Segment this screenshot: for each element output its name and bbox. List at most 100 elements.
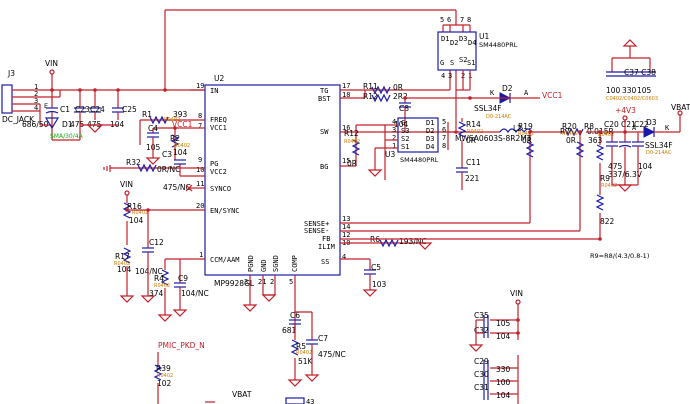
svg-text:S1: S1 — [467, 59, 475, 67]
svg-text:R9: R9 — [600, 174, 610, 183]
svg-text:100: 100 — [606, 86, 621, 95]
svg-text:C29: C29 — [474, 357, 489, 366]
svg-text:VIN: VIN — [120, 180, 133, 189]
svg-text:R0402: R0402 — [601, 183, 617, 189]
svg-text:C6: C6 — [290, 311, 300, 320]
svg-text:COMP: COMP — [291, 255, 299, 272]
svg-text:SW: SW — [320, 128, 329, 136]
svg-text:D4: D4 — [426, 143, 434, 151]
svg-text:R4: R4 — [154, 274, 164, 283]
ss-cap: C5 103 — [340, 258, 387, 297]
svg-text:11: 11 — [196, 180, 204, 188]
svg-text:7: 7 — [442, 134, 446, 142]
svg-text:S: S — [450, 59, 454, 67]
svg-text:R16: R16 — [127, 202, 142, 211]
ilim-resistor: R6 193/NC — [340, 235, 433, 250]
svg-text:10: 10 — [196, 166, 204, 174]
svg-text:1: 1 — [199, 251, 203, 259]
svg-text:0R: 0R — [522, 136, 532, 145]
svg-text:R20: R20 — [562, 122, 577, 131]
svg-text:374: 374 — [149, 289, 164, 298]
svg-text:SENSE-: SENSE- — [304, 227, 329, 235]
svg-text:R0402: R0402 — [518, 131, 534, 137]
svg-text:SSL34F: SSL34F — [645, 141, 673, 150]
svg-text:105: 105 — [637, 86, 652, 95]
svg-text:FB: FB — [322, 235, 330, 243]
svg-text:C8: C8 — [399, 104, 409, 113]
svg-text:R0402: R0402 — [562, 131, 578, 137]
svg-text:R12: R12 — [363, 92, 378, 101]
svg-text:363: 363 — [588, 136, 603, 145]
svg-text:K: K — [490, 89, 495, 97]
svg-text:4: 4 — [34, 104, 38, 112]
svg-text:4: 4 — [441, 72, 445, 80]
svg-text:R8: R8 — [584, 122, 594, 131]
svg-text:R7: R7 — [560, 127, 570, 136]
svg-text:BST: BST — [318, 95, 331, 103]
svg-text:C21: C21 — [621, 120, 636, 129]
svg-text:VCC1: VCC1 — [210, 124, 227, 132]
svg-text:18: 18 — [342, 91, 350, 99]
svg-text:475/NC: 475/NC — [318, 350, 346, 359]
svg-text:0R: 0R — [347, 159, 357, 168]
svg-text:R0402: R0402 — [164, 117, 180, 123]
junction-dots — [50, 88, 627, 335]
vbat-bottom: VBAT 43 — [205, 390, 314, 404]
svg-text:E: E — [44, 102, 48, 110]
svg-text:17: 17 — [342, 82, 350, 90]
svg-text:19: 19 — [196, 82, 204, 90]
svg-text:475/NC: 475/NC — [163, 183, 191, 192]
svg-text:R14: R14 — [466, 120, 481, 129]
input-cap-bank: E C1 686/50 C23 475 C24 475 C25 104 — [22, 90, 137, 141]
svg-text:S3: S3 — [401, 127, 409, 135]
svg-text:2R2: 2R2 — [393, 92, 408, 101]
svg-text:R0402: R0402 — [467, 129, 483, 135]
svg-text:C5: C5 — [371, 263, 381, 272]
svg-text:C1: C1 — [60, 105, 70, 114]
svg-text:C3: C3 — [162, 150, 172, 159]
svg-text:D3: D3 — [459, 35, 467, 43]
svg-text:D0-214AC: D0-214AC — [646, 150, 672, 156]
svg-text:D2: D2 — [426, 127, 434, 135]
svg-text:21: 21 — [258, 278, 266, 286]
svg-text:16: 16 — [342, 124, 350, 132]
svg-text:100: 100 — [496, 378, 511, 387]
svg-text:C7: C7 — [318, 334, 328, 343]
comp-network: C6 681 R5 R0402 51K C7 475/NC — [282, 311, 346, 387]
svg-text:D1: D1 — [62, 120, 73, 129]
j3-name: DC_JACK — [2, 115, 35, 124]
svg-text:104: 104 — [117, 265, 132, 274]
svg-text:330: 330 — [496, 365, 511, 374]
svg-text:VCC1: VCC1 — [172, 120, 193, 129]
svg-text:R17: R17 — [115, 252, 130, 261]
svg-text:FREQ: FREQ — [210, 116, 227, 124]
svg-text:9: 9 — [198, 156, 202, 164]
u2-part: MP9928GL — [214, 279, 255, 288]
svg-text:12: 12 — [342, 231, 350, 239]
svg-text:C12: C12 — [149, 238, 164, 247]
j3-ref: J3 — [7, 69, 15, 78]
svg-text:4: 4 — [342, 253, 346, 261]
svg-text:VCC2: VCC2 — [210, 168, 227, 176]
svg-text:VBAT: VBAT — [232, 390, 252, 399]
svg-text:3: 3 — [244, 278, 248, 286]
svg-text:PG: PG — [210, 160, 218, 168]
svg-text:43: 43 — [306, 398, 314, 404]
svg-text:D0-214AC: D0-214AC — [486, 114, 512, 120]
svg-text:103: 103 — [372, 280, 387, 289]
svg-text:0R: 0R — [393, 83, 403, 92]
sense-lines: R19 R0402 0R R20 R0402 0R — [340, 122, 600, 240]
svg-text:C24: C24 — [90, 105, 105, 114]
svg-text:C20: C20 — [604, 120, 619, 129]
svg-text:C22: C22 — [634, 120, 649, 129]
svg-text:0R: 0R — [566, 136, 576, 145]
svg-text:R0402: R0402 — [154, 283, 170, 289]
svg-text:2: 2 — [392, 134, 396, 142]
svg-text:104/NC: 104/NC — [135, 267, 163, 276]
svg-text:VBAT: VBAT — [671, 103, 690, 112]
svg-text:MWSA0603S-8R2MT: MWSA0603S-8R2MT — [455, 134, 532, 143]
svg-text:D2: D2 — [450, 39, 458, 47]
vcc1-net: VCC1 — [542, 91, 563, 100]
svg-text:SMA/30/4A: SMA/30/4A — [50, 133, 84, 140]
